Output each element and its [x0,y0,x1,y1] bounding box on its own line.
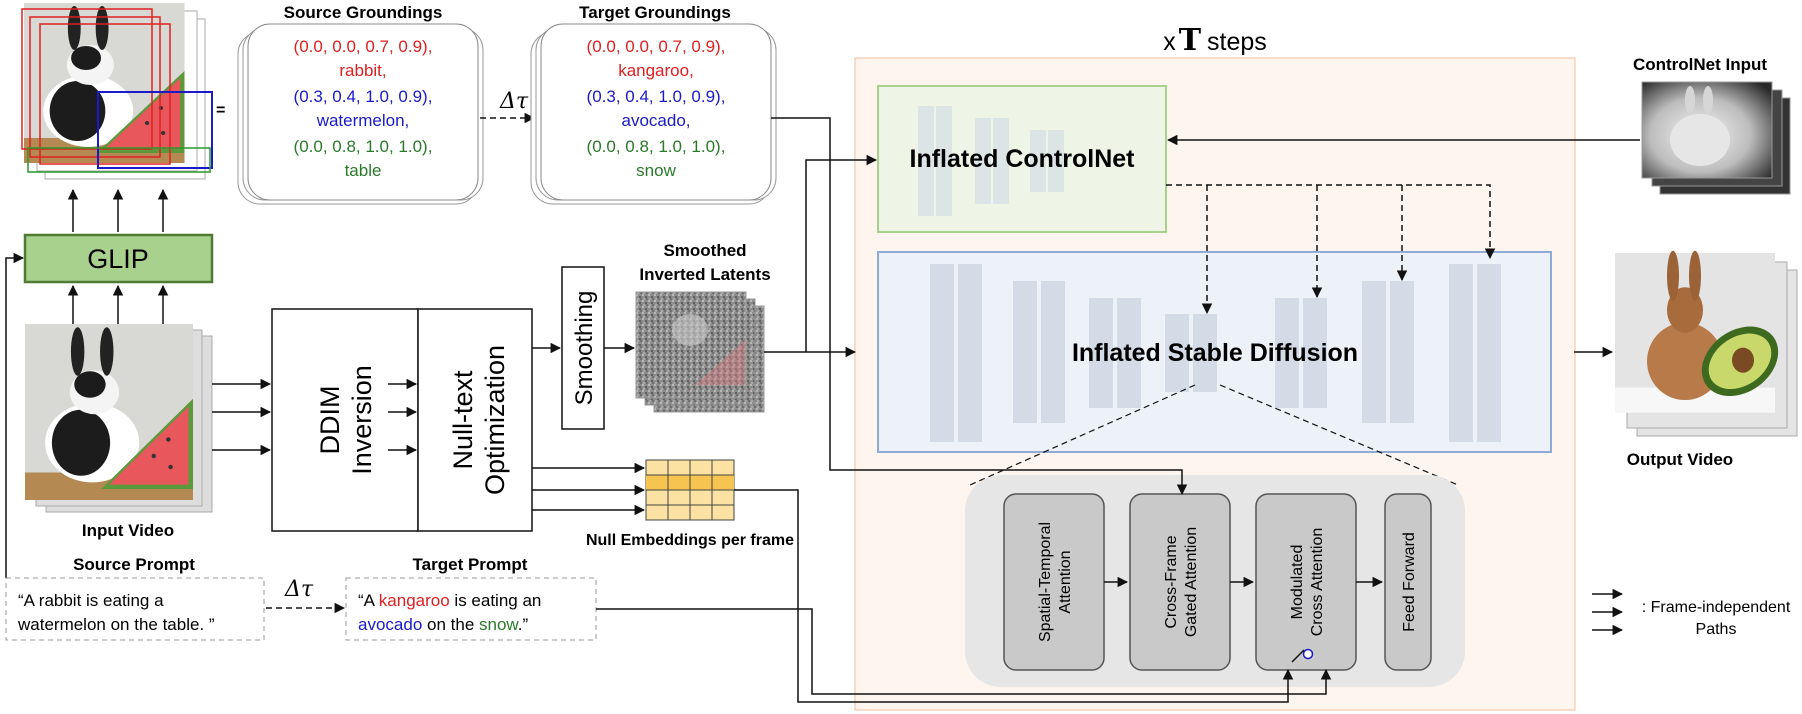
target-prompt-line2: avocado on the snow.” [358,615,528,634]
glip-box [23,233,214,284]
glip-label: GLIP [87,244,149,274]
grounding-label: rabbit, [339,61,386,80]
grounding-coords: (0.3, 0.4, 1.0, 0.9), [587,87,726,106]
input-to-ddim-arrows [212,378,272,456]
target-prompt-title: Target Prompt [413,555,528,574]
delta-tau-label-top: Δτ [499,89,529,114]
nulltext-optimization-label: Null-textOptimization [448,345,510,495]
input-video-image [25,324,213,513]
noise-latent-image [635,291,765,413]
target-groundings-card: (0.0, 0.0, 0.7, 0.9), kangaroo, (0.3, 0.4,… [530,23,777,205]
equals-sign: = [216,102,225,119]
arrow-groundings-to-gated-attention [771,117,1188,496]
target-prompt-line1: “A kangaroo is eating an [358,591,541,610]
arrow-target-prompt-to-cross-attention [596,608,1332,695]
smoothing-label: Smoothing [571,291,598,406]
source-prompt-line1: “A rabbit is eating a [18,591,164,610]
controlnet-layer-bars [918,106,1064,216]
output-video-image [1615,250,1798,437]
grounding-label: kangaroo, [618,61,694,80]
source-prompt-title: Source Prompt [73,555,195,574]
attention-block-3 [1255,493,1357,671]
null-embeddings-title: Null Embeddings per frame [586,532,794,549]
zoom-lines [969,384,1459,486]
source-prompt-box [5,577,265,641]
nulltext-to-embeddings-arrows [532,462,646,516]
attention-block-2 [1129,493,1231,671]
grounding-label: table [345,161,382,180]
source-groundings-title: Source Groundings [284,3,443,22]
grounding-coords: (0.0, 0.0, 0.7, 0.9), [587,37,726,56]
controlnet-residual-arrows [1166,184,1496,315]
grounding-coords: (0.0, 0.0, 0.7, 0.9), [294,37,433,56]
target-groundings-title: Target Groundings [579,3,731,22]
ddim-inversion-label: DDIMInversion [315,365,377,475]
legend-label-line1: : Frame-independent [1642,599,1791,616]
nulltext-optimization-box [417,308,533,532]
glip-arrows [67,188,169,325]
gating-switch [1291,648,1314,663]
grounding-coords: (0.0, 0.8, 1.0, 1.0), [294,137,433,156]
grounding-label: avocado, [622,111,691,130]
arrow-embeddings-to-cross-attention [734,489,1294,703]
source-prompt-line2: watermelon on the table. ” [17,615,215,634]
grounding-coords: (0.0, 0.8, 1.0, 1.0), [587,137,726,156]
source-groundings-card: (0.0, 0.0, 0.7, 0.9), rabbit, (0.3, 0.4, 1… [237,23,484,205]
attention-block-label-4: Feed Forward [1401,532,1418,632]
delta-tau-label-bottom: Δτ [284,577,314,602]
legend-label-line2: Paths [1696,621,1737,638]
attention-block-1 [1003,493,1105,671]
null-embeddings-grid [645,459,735,521]
inflated-controlnet-label: Inflated ControlNet [910,145,1136,173]
sd-layer-bars [930,264,1501,442]
inflated-sd-label: Inflated Stable Diffusion [1072,339,1358,367]
controlnet-input-title: ControlNet Input [1633,55,1767,74]
arrow-prompt-to-glip [5,252,25,578]
depth-map-image [1641,81,1791,195]
attention-block-4 [1384,493,1432,671]
grounding-label: snow [636,161,676,180]
latents-output-arrows [764,154,878,358]
output-video-title: Output Video [1627,450,1733,469]
input-video-title: Input Video [82,521,174,540]
legend-arrows [1592,588,1624,636]
ddim-inversion-box [271,308,419,532]
grounding-label: watermelon, [316,111,410,130]
grounding-coords: (0.3, 0.4, 1.0, 0.9), [294,87,433,106]
grounded-frames-stack [21,3,213,180]
target-prompt-box [345,577,597,641]
